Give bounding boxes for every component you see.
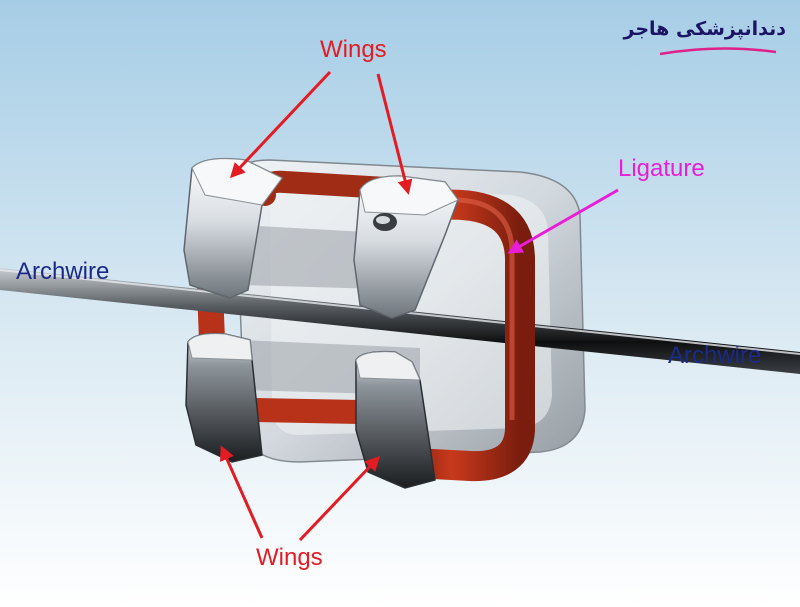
label-archwire-right: Archwire (668, 342, 762, 369)
wing-top-left (183, 157, 284, 299)
wing-bottom-right (355, 350, 436, 489)
ligature-bottom (243, 398, 372, 424)
ligature-front (380, 189, 535, 482)
wing-bottom-left (185, 332, 263, 463)
label-ligature: Ligature (618, 155, 705, 182)
arrow-wings-top-left (229, 70, 332, 179)
archwire (0, 268, 800, 374)
clinic-logo: دندانپزشکی هاجر (624, 10, 794, 60)
label-wings-bottom: Wings (256, 544, 323, 571)
logo-swoosh-icon (659, 47, 777, 56)
arrow-wings-bottom-right (298, 455, 381, 542)
logo-text: دندانپزشکی هاجر (623, 18, 786, 40)
label-archwire-left: Archwire (16, 258, 110, 285)
arrow-wings-top-right (376, 73, 413, 195)
label-wings-top: Wings (320, 36, 387, 63)
arrow-ligature (507, 188, 619, 254)
arrow-wings-bottom-left (220, 445, 264, 539)
wing-top-right (353, 175, 459, 319)
